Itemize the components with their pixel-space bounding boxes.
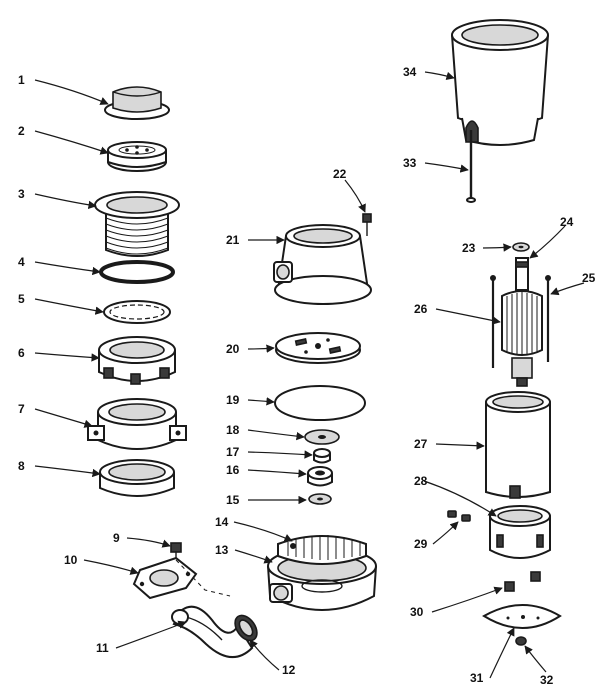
callout-7: 7 bbox=[18, 402, 25, 416]
part-21-hopper bbox=[273, 224, 372, 305]
callout-19: 19 bbox=[226, 393, 240, 407]
callout-16: 16 bbox=[226, 463, 240, 477]
part-4-gasket bbox=[99, 260, 175, 284]
part-31-bottom-cover bbox=[482, 604, 562, 629]
callout-labels: 1 2 3 4 5 6 7 8 9 10 11 12 13 14 15 16 1… bbox=[18, 65, 596, 687]
callout-25: 25 bbox=[582, 271, 596, 285]
part-33-through-bolt bbox=[466, 130, 476, 203]
part-1-stopper bbox=[104, 86, 170, 120]
callout-26: 26 bbox=[414, 302, 428, 316]
callout-20: 20 bbox=[226, 342, 240, 356]
callout-33: 33 bbox=[403, 156, 417, 170]
part-23-washer bbox=[512, 242, 530, 252]
part-15-washer bbox=[308, 493, 332, 505]
leader-lines bbox=[34, 71, 585, 679]
part-10-discharge-flange bbox=[132, 556, 198, 600]
callout-21: 21 bbox=[226, 233, 240, 247]
callout-11: 11 bbox=[96, 641, 109, 655]
part-16-bearing bbox=[307, 466, 333, 487]
part-26-armature bbox=[501, 290, 543, 387]
callout-13: 13 bbox=[215, 543, 229, 557]
part-3-sink-flange bbox=[94, 191, 180, 257]
part-6-mounting-ring bbox=[98, 336, 176, 385]
part-24-motor-shaft bbox=[515, 257, 529, 291]
part-8-fiber-gasket bbox=[99, 459, 175, 497]
part-30-nuts bbox=[504, 571, 541, 592]
callout-2: 2 bbox=[18, 124, 25, 138]
callout-4: 4 bbox=[18, 255, 25, 269]
callout-32: 32 bbox=[540, 673, 554, 687]
callout-17: 17 bbox=[226, 445, 240, 459]
callout-14: 14 bbox=[215, 515, 229, 529]
callout-29: 29 bbox=[414, 537, 428, 551]
part-32-nut bbox=[515, 636, 527, 646]
callout-10: 10 bbox=[64, 553, 78, 567]
part-12-elbow-gasket bbox=[234, 614, 258, 642]
part-19-o-ring bbox=[274, 385, 366, 421]
callout-6: 6 bbox=[18, 346, 25, 360]
part-2-baffle bbox=[107, 141, 167, 172]
callout-30: 30 bbox=[410, 605, 424, 619]
part-18-washer bbox=[304, 429, 340, 445]
part-14-shredder-ring bbox=[277, 535, 367, 565]
callout-23: 23 bbox=[462, 241, 476, 255]
callout-15: 15 bbox=[226, 493, 240, 507]
callout-3: 3 bbox=[18, 187, 25, 201]
callout-28: 28 bbox=[414, 474, 428, 488]
part-34-sound-shield bbox=[451, 19, 549, 146]
callout-27: 27 bbox=[414, 437, 428, 451]
part-7-mounting-flange bbox=[87, 398, 187, 450]
callout-9: 9 bbox=[113, 531, 120, 545]
part-29-terminal-clips bbox=[447, 510, 471, 522]
part-22-screw bbox=[362, 213, 372, 236]
part-20-turntable bbox=[275, 332, 361, 364]
callout-34: 34 bbox=[403, 65, 417, 79]
callout-18: 18 bbox=[226, 423, 240, 437]
callout-8: 8 bbox=[18, 459, 25, 473]
part-28-end-bell bbox=[489, 505, 551, 559]
callout-12: 12 bbox=[282, 663, 296, 677]
callout-31: 31 bbox=[470, 671, 484, 685]
part-27-motor-housing bbox=[485, 391, 551, 499]
part-17-seal bbox=[313, 448, 331, 464]
callout-1: 1 bbox=[18, 73, 25, 87]
callout-5: 5 bbox=[18, 292, 25, 306]
callout-24: 24 bbox=[560, 215, 574, 229]
part-5-snap-ring bbox=[103, 300, 171, 324]
callout-22: 22 bbox=[333, 167, 347, 181]
